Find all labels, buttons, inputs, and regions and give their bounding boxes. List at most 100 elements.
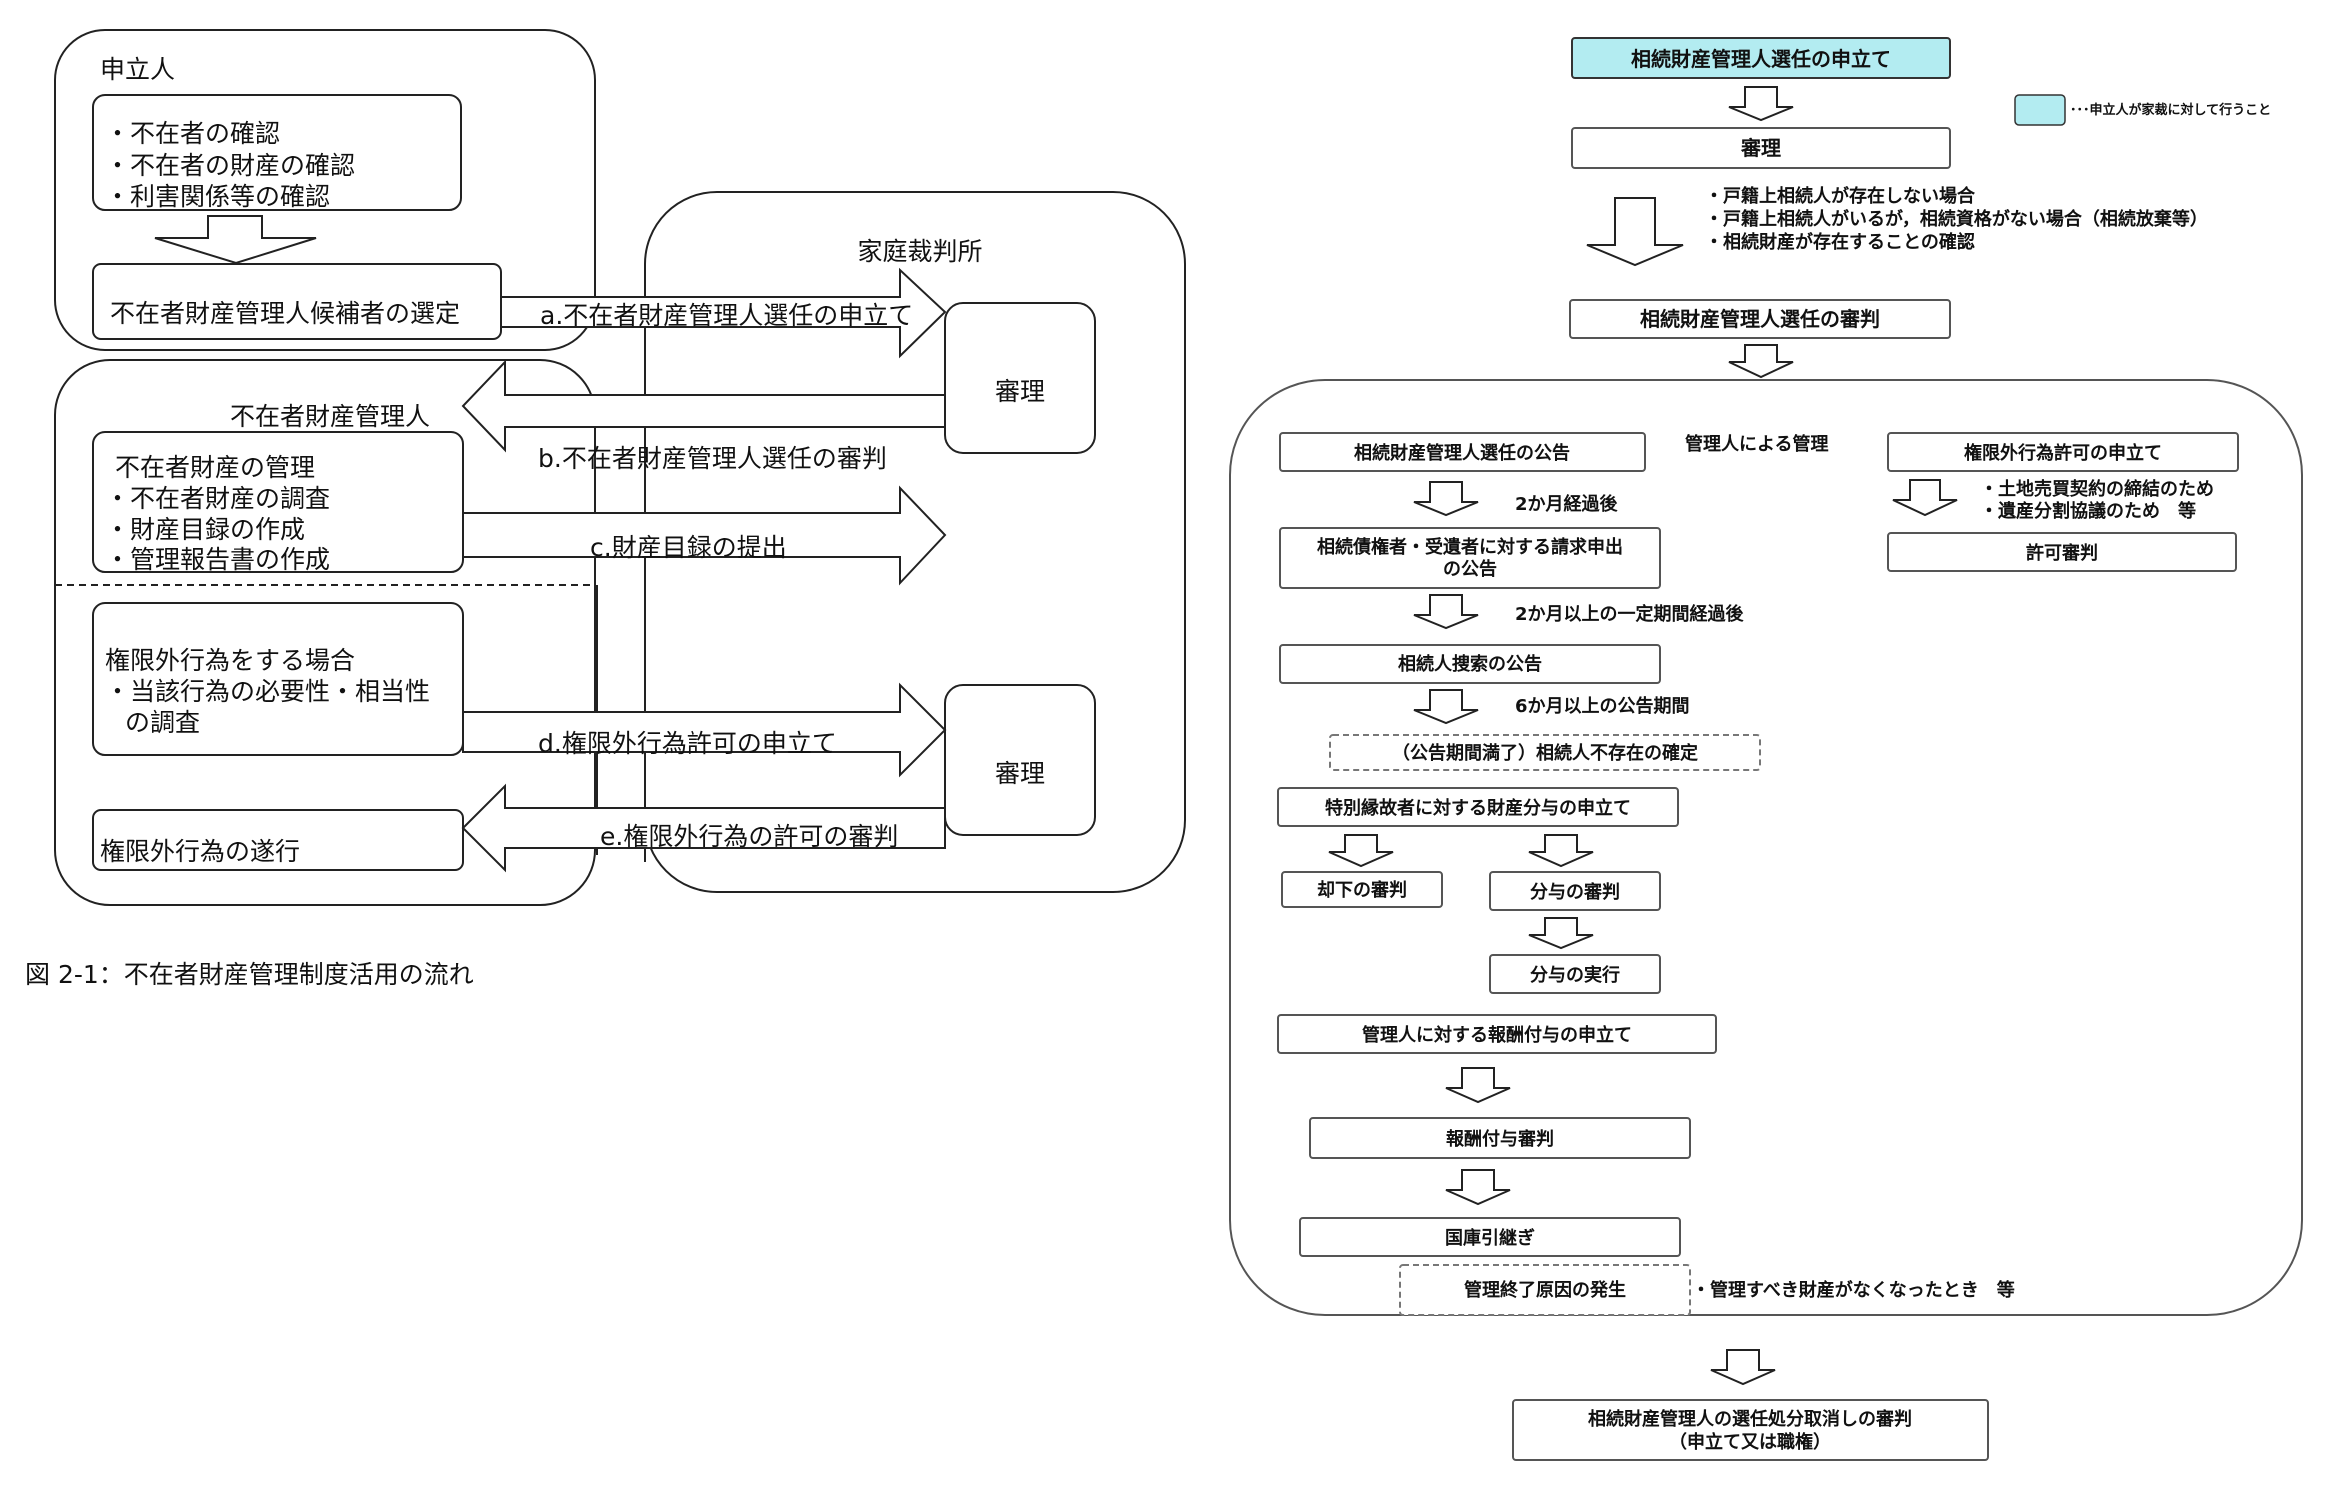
grant: 分与の審判 (1530, 881, 1620, 903)
down-arrow-icon (1528, 917, 1594, 950)
down-arrow-icon (1413, 594, 1479, 630)
reject-box (1281, 871, 1443, 908)
arrow-a-icon (500, 267, 947, 359)
exceed-req-box (1887, 432, 2239, 472)
down-arrow-icon (1892, 479, 1958, 517)
end-cause-box (1399, 1264, 1691, 1316)
final-line2: （申立て又は職権） (1669, 1431, 1831, 1453)
exceed-case-box (92, 602, 464, 756)
special-box (1277, 787, 1679, 827)
after3: 6か月以上の公告期間 (1515, 695, 1690, 717)
down-arrow-icon (1728, 86, 1794, 122)
step1-box (1571, 37, 1951, 79)
down-arrow-icon (1445, 1067, 1511, 1104)
applicant-check-1: ・不在者の確認 (105, 119, 280, 148)
final-box (1512, 1399, 1989, 1461)
grant-box (1489, 871, 1661, 911)
exceed-reason-1: ・土地売買契約の締結のため (1980, 478, 2214, 500)
arrow-b-label: b.不在者財産管理人選任の審判 (538, 444, 887, 473)
step2: 審理 (1740, 136, 1781, 160)
reward-req: 管理人に対する報酬付与の申立て (1362, 1024, 1632, 1046)
exceed-case-3: の調査 (125, 708, 200, 737)
applicant-check-3: ・利害関係等の確認 (105, 182, 330, 211)
legend-swatch (2014, 94, 2066, 126)
mgmt-label: 管理人による管理 (1685, 433, 1828, 455)
down-arrow-icon (1445, 1169, 1511, 1206)
court-title: 家庭裁判所 (857, 237, 982, 266)
exceed-reason-2: ・遺産分割協議のため 等 (1980, 500, 2196, 522)
applicant-check-2: ・不在者の財産の確認 (105, 151, 355, 180)
execute-box (1489, 954, 1661, 994)
figure-caption: 図 2-1：不在者財産管理制度活用の流れ (25, 960, 474, 989)
step3: 相続財産管理人選任の審判 (1640, 307, 1880, 331)
notice3: 相続人捜索の公告 (1398, 653, 1542, 675)
reward-req-box (1277, 1014, 1717, 1054)
applicant-checks-box (92, 94, 462, 211)
manager-task-4: ・管理報告書の作成 (105, 545, 330, 574)
condition-3: ・相続財産が存在することの確認 (1705, 231, 1975, 253)
manager-tasks-box (92, 431, 464, 573)
notice2-box (1279, 527, 1661, 589)
notice1-box (1279, 432, 1646, 472)
exceed-case-2: ・当該行為の必要性・相当性 (105, 677, 430, 706)
end-note: ・管理すべき財産がなくなったとき 等 (1692, 1279, 2015, 1301)
down-arrow-icon (1413, 689, 1479, 725)
reward: 報酬付与審判 (1446, 1128, 1554, 1150)
manager-task-3: ・財産目録の作成 (105, 515, 305, 544)
hearing-1: 審理 (995, 377, 1045, 406)
arrow-e-icon (461, 783, 946, 873)
notice2-line2: の公告 (1443, 558, 1497, 580)
arrow-d-icon (462, 682, 947, 778)
treasury: 国庫引継ぎ (1445, 1227, 1535, 1249)
hearing-box-2 (944, 684, 1096, 836)
notice2-line1: 相続債権者・受遺者に対する請求申出 (1317, 536, 1623, 558)
notice1: 相続財産管理人選任の公告 (1354, 442, 1570, 464)
reward-box (1309, 1117, 1691, 1159)
management-container (1229, 379, 2303, 1316)
special: 特別縁故者に対する財産分与の申立て (1325, 797, 1631, 819)
arrow-c-icon (462, 485, 947, 586)
exceed-req: 権限外行為許可の申立て (1964, 442, 2162, 464)
permit-box (1887, 532, 2237, 572)
after2: 2か月以上の一定期間経過後 (1515, 603, 1745, 625)
after1: 2か月経過後 (1515, 493, 1619, 515)
down-arrow-icon (1586, 197, 1684, 267)
manager-task-2: ・不在者財産の調査 (105, 484, 330, 513)
condition-1: ・戸籍上相続人が存在しない場合 (1705, 185, 1976, 207)
down-arrow-icon (1328, 834, 1394, 868)
hearing-box-1 (944, 302, 1096, 454)
down-arrow-icon (1413, 481, 1479, 517)
notice3-box (1279, 644, 1661, 684)
manager-task-1: 不在者財産の管理 (115, 453, 315, 482)
candidate-selection: 不在者財産管理人候補者の選定 (110, 299, 460, 328)
down-arrow-icon (154, 215, 317, 265)
confirm-box (1329, 734, 1761, 771)
down-arrow-icon (1528, 834, 1594, 868)
final-line1: 相続財産管理人の選任処分取消しの審判 (1588, 1408, 1912, 1430)
execute: 分与の実行 (1530, 964, 1620, 986)
step3-box (1569, 299, 1951, 339)
confirm: （公告期間満了）相続人不存在の確定 (1392, 742, 1698, 764)
down-arrow-icon (1710, 1349, 1776, 1386)
arrow-b-icon (461, 359, 946, 453)
permit: 許可審判 (2026, 542, 2098, 564)
step2-box (1571, 127, 1951, 169)
exceed-exec: 権限外行為の遂行 (100, 837, 300, 866)
arrow-e-label: e.権限外行為の許可の審判 (600, 822, 898, 851)
end-cause: 管理終了原因の発生 (1464, 1279, 1626, 1301)
arrow-c-label: c.財産目録の提出 (590, 533, 787, 562)
arrow-d-label: d.権限外行為許可の申立て (538, 729, 837, 758)
exceed-exec-box (92, 809, 464, 871)
hearing-2: 審理 (995, 759, 1045, 788)
exceed-case-1: 権限外行為をする場合 (105, 646, 355, 675)
manager-title: 不在者財産管理人 (230, 402, 430, 431)
treasury-box (1299, 1217, 1681, 1257)
reject: 却下の審判 (1317, 879, 1407, 901)
down-arrow-icon (1728, 344, 1794, 379)
arrow-a-label: a.不在者財産管理人選任の申立て (540, 301, 913, 330)
applicant-title: 申立人 (100, 55, 175, 84)
legend-text: ･･･申立人が家裁に対して行うこと (2070, 102, 2271, 118)
condition-2: ・戸籍上相続人がいるが，相続資格がない場合（相続放棄等） (1705, 208, 2208, 230)
step1: 相続財産管理人選任の申立て (1631, 47, 1891, 71)
